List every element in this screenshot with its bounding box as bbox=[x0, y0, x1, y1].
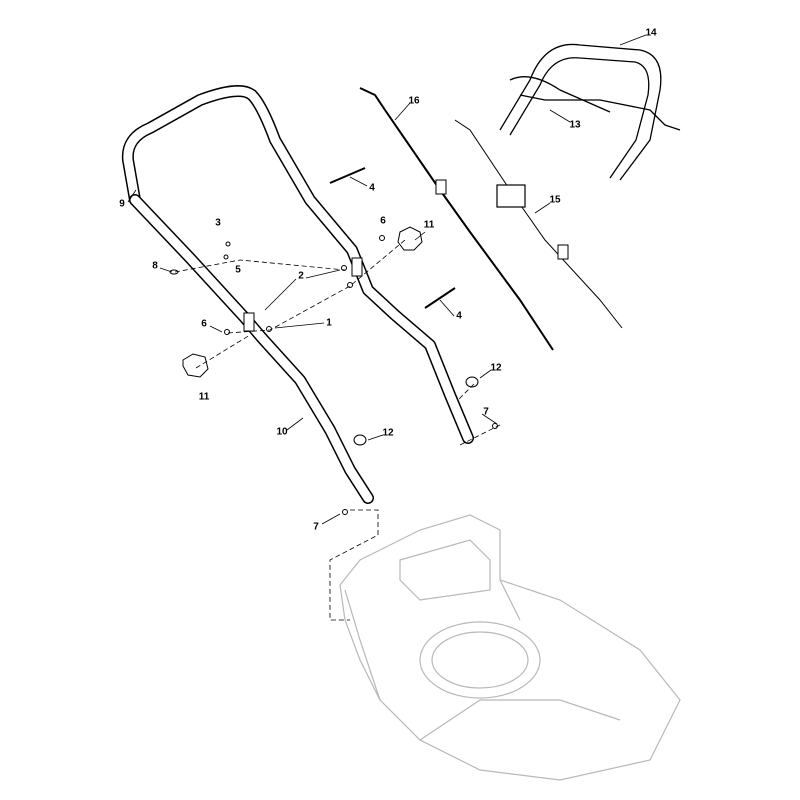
callout-1: 1 bbox=[326, 317, 332, 329]
callout-14: 14 bbox=[645, 27, 657, 39]
callout-12: 12 bbox=[490, 362, 502, 374]
callout-4b: 4 bbox=[456, 310, 462, 322]
callout-10: 10 bbox=[276, 426, 288, 438]
callout-3: 3 bbox=[215, 217, 221, 229]
lower-handle bbox=[129, 194, 374, 504]
callout-9: 9 bbox=[119, 198, 125, 210]
callout-6: 6 bbox=[380, 215, 386, 227]
callout-5: 5 bbox=[235, 264, 241, 276]
callout-11: 11 bbox=[423, 219, 435, 231]
callout-16: 16 bbox=[408, 95, 420, 107]
hardware bbox=[169, 167, 498, 515]
callout-13: 13 bbox=[569, 119, 581, 131]
control-bail bbox=[499, 43, 681, 181]
callout-2: 2 bbox=[298, 270, 304, 282]
callout-7: 7 bbox=[483, 406, 489, 418]
callout-4: 4 bbox=[369, 182, 375, 194]
callout-8: 8 bbox=[152, 260, 158, 272]
leader-lines bbox=[127, 34, 647, 525]
callout-12b: 12 bbox=[382, 427, 394, 439]
cables bbox=[359, 87, 623, 351]
upper-handle bbox=[121, 85, 474, 444]
callout-6b: 6 bbox=[201, 318, 207, 330]
mower-deck bbox=[339, 514, 681, 781]
callout-7b: 7 bbox=[313, 521, 319, 533]
callout-15: 15 bbox=[549, 194, 561, 206]
callout-11b: 11 bbox=[198, 391, 210, 403]
dashed-guides bbox=[174, 239, 501, 621]
